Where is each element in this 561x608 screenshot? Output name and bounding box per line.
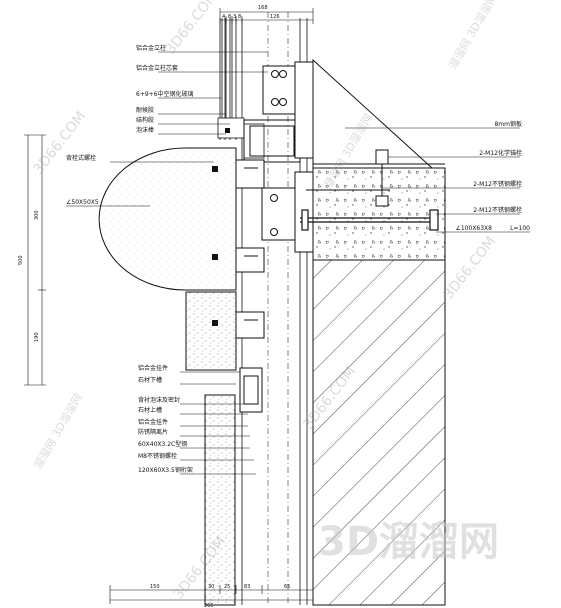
stone-lower-panel [204, 394, 236, 606]
label-stone-lower-slot: 石材下槽 [138, 376, 162, 384]
dim-bottom-30: 30 [208, 584, 214, 590]
concrete-wall [312, 259, 446, 606]
stone-clip-1 [235, 159, 265, 189]
dim-left-500: 500 [18, 255, 24, 265]
label-alu-mullion: 铝合金立柱 [136, 44, 166, 52]
anchor-bolt-lower [300, 209, 439, 231]
glass-panel [217, 18, 265, 159]
watermark-brand-1: 溜溜网 3D溜溜网 [445, 0, 500, 72]
dim-top-total: 168 [258, 5, 268, 11]
label-m12-ss-bolt-2: 2-M12不锈钢螺栓 [473, 206, 522, 214]
label-tube: 120X60X3.5钢桁架 [138, 466, 193, 474]
watermark-site-3: 3D66.COM [441, 234, 500, 303]
dim-top-b: 8 [228, 14, 231, 20]
watermark-site-1: 3D66.COM [163, 0, 222, 57]
label-plate: 8mm钢板 [494, 120, 522, 128]
label-stone-upper-slot: 石材上槽 [138, 406, 162, 414]
stone-clip-4 [239, 367, 263, 413]
label-hanging-strip: 铝合金挂件 [138, 418, 168, 426]
watermark-brand-3: 溜溜网 3D溜溜网 [30, 391, 85, 472]
concrete-slab [312, 167, 446, 261]
top-dimension-lines [219, 8, 314, 24]
label-alu-bracket: 铝合金挂件 [138, 364, 168, 372]
dim-left-190: 190 [34, 332, 40, 342]
fixing-dots [212, 128, 230, 326]
label-l100: L=100 [510, 225, 530, 232]
dim-bottom-150: 150 [150, 584, 160, 590]
stone-round-profile [98, 147, 237, 291]
stone-clip-2 [235, 247, 265, 273]
stone-clip-3 [235, 311, 265, 339]
label-glass: 6+9+6中空钢化玻璃 [136, 90, 194, 98]
center-lines [267, 12, 289, 605]
left-dimension-lines [24, 134, 46, 386]
leader-lines [66, 51, 530, 475]
label-bolt-left: 背栓式螺栓 [66, 154, 96, 162]
dim-bottom-total: 265 [204, 603, 214, 608]
dim-bottom-65: 65 [284, 584, 290, 590]
dim-top-d: 8 [238, 14, 241, 20]
label-angle-50: ∠50X50X5 [66, 199, 99, 206]
label-sealant: 耐候胶 [136, 106, 154, 114]
watermark-site-2: 3D66.COM [31, 109, 90, 178]
label-foam-rod: 泡沫棒 [136, 126, 154, 134]
label-angle-100: ∠100X63X8 [455, 225, 492, 232]
dim-bottom-25: 25 [224, 584, 230, 590]
mullion-bracket-top [262, 61, 314, 159]
label-alu-mullion-sleeve: 铝合金立柱芯套 [136, 64, 178, 72]
label-m8-bolt: M8不锈钢螺栓 [138, 452, 177, 460]
label-channel: 60X40X3.2C型钢 [138, 440, 187, 448]
dim-top-e: 126 [270, 14, 280, 20]
label-m12-chem-bolt: 2-M12化学锚栓 [479, 149, 522, 157]
bolt-plate-mid [261, 171, 314, 253]
label-m12-ss-bolt-1: 2-M12不锈钢螺栓 [473, 180, 522, 188]
steel-angle-bottom [300, 163, 445, 253]
stone-rect-block [185, 291, 237, 371]
watermark-big: 3D溜溜网 [318, 519, 499, 565]
label-insulation: 防锈隔离片 [138, 428, 168, 436]
bottom-dimension-lines [109, 585, 314, 604]
dim-left-300: 300 [34, 210, 40, 220]
label-structural-sealant: 结构胶 [136, 116, 154, 124]
dim-bottom-83: 83 [244, 584, 250, 590]
steel-plate-bracket [312, 58, 434, 169]
dim-top-a: 4 [222, 14, 225, 20]
label-sealant-backer: 背衬泡沫及密封 [138, 396, 180, 404]
dim-top-c: 3 [233, 14, 236, 20]
